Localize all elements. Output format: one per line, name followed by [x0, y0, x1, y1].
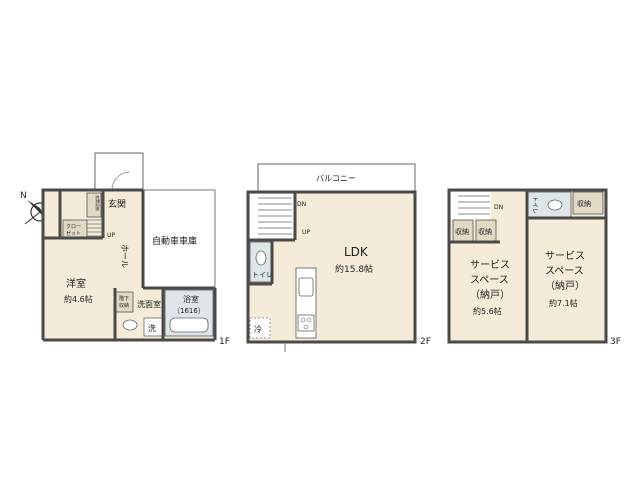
closet-label-line1: クロー — [66, 224, 81, 230]
washer-label: 洗 — [148, 323, 156, 333]
floor-1: 玄関 玄関収納 クロー ゼット UP ホール 自動車車庫 洋室 約4.6帖 階下… — [41, 152, 230, 347]
service-a-line3: （納戸） — [470, 288, 510, 301]
compass-north-label: N — [20, 191, 27, 201]
bath-name-label: 浴室 — [183, 294, 199, 304]
washroom-label: 洗面室 — [137, 299, 161, 309]
garage-label: 自動車車庫 — [152, 235, 197, 247]
compass-needle-icon — [27, 200, 45, 218]
service-a-line1: サービス — [470, 259, 510, 271]
floor-3-label: 3F — [610, 337, 621, 347]
floor-3-toilet-label: トイレ — [531, 196, 538, 214]
balcony-label: バルコニー — [316, 174, 356, 183]
service-a-line2: スペース — [470, 275, 509, 286]
kitchen-sink-icon — [298, 277, 314, 297]
service-a-size: 約5.6帖 — [473, 306, 502, 316]
under-stairs-label-line1: 階下 — [119, 295, 129, 302]
floor-2-stairs — [258, 197, 292, 235]
floor-2-up-label: UP — [302, 229, 310, 236]
fridge-box — [249, 317, 271, 339]
floor-3: DN トイレ 収納 収納 収納 サービス スペース （納戸） 約5.6帖 サービ… — [447, 188, 621, 347]
genkan-storage-label: 玄関収納 — [95, 195, 101, 211]
floor-3-dn-label: DN — [494, 204, 503, 211]
floor-2-walls — [246, 190, 417, 344]
floor-3-walls — [447, 188, 608, 344]
garage-area — [142, 189, 216, 289]
floor-2-toilet-icon — [255, 250, 267, 266]
service-b-line2: スペース — [545, 266, 584, 277]
service-b-line1: サービス — [545, 250, 585, 262]
hall-label: ホール — [120, 244, 129, 268]
floor-2-toilet-label: トイレ — [252, 271, 273, 279]
floor-1-up-label: UP — [107, 232, 115, 239]
sink-icon — [122, 319, 138, 331]
storage-a-label: 収納 — [455, 227, 469, 236]
ldk-name: LDK — [344, 245, 369, 259]
floor-3-stairs — [458, 195, 490, 215]
floor-1-walls — [41, 188, 217, 342]
floor-2-dn-label: DN — [297, 201, 306, 208]
western-room-name: 洋室 — [66, 277, 86, 290]
service-b-line3: （納戸） — [545, 279, 585, 292]
floor-1-stairs — [87, 219, 103, 237]
floor-2-stair-area — [250, 194, 295, 239]
service-b-size: 約7.1帖 — [549, 298, 578, 308]
closet-label-line2: ゼット — [66, 230, 81, 237]
storage-b-label: 収納 — [478, 227, 492, 236]
floor-3-stair-area — [451, 192, 491, 220]
bathtub-icon — [169, 317, 209, 333]
stove-icon — [297, 314, 315, 332]
genkan-storage-box — [86, 192, 102, 218]
floor-3-toilet-icon — [547, 199, 563, 211]
under-stairs-box — [114, 291, 134, 313]
balcony-area — [257, 163, 416, 193]
storage-c-box — [572, 191, 604, 215]
floor-1-label: 1F — [219, 337, 230, 347]
ldk-size: 約15.8帖 — [335, 263, 373, 275]
western-room-size: 約4.6帖 — [64, 294, 93, 304]
bath-size-label: （1616） — [173, 307, 205, 315]
storage-c-label: 収納 — [577, 199, 591, 208]
under-stairs-label-line2: 収納 — [119, 302, 129, 309]
fridge-label: 冷 — [254, 324, 262, 334]
genkan-label: 玄関 — [108, 198, 126, 210]
porch-area — [94, 152, 144, 191]
floor-2: バルコニー DN UP LDK 約15.8帖 トイレ 冷 2F — [246, 163, 431, 352]
porch-door-swing — [111, 171, 131, 191]
floor-2-label: 2F — [420, 337, 431, 347]
